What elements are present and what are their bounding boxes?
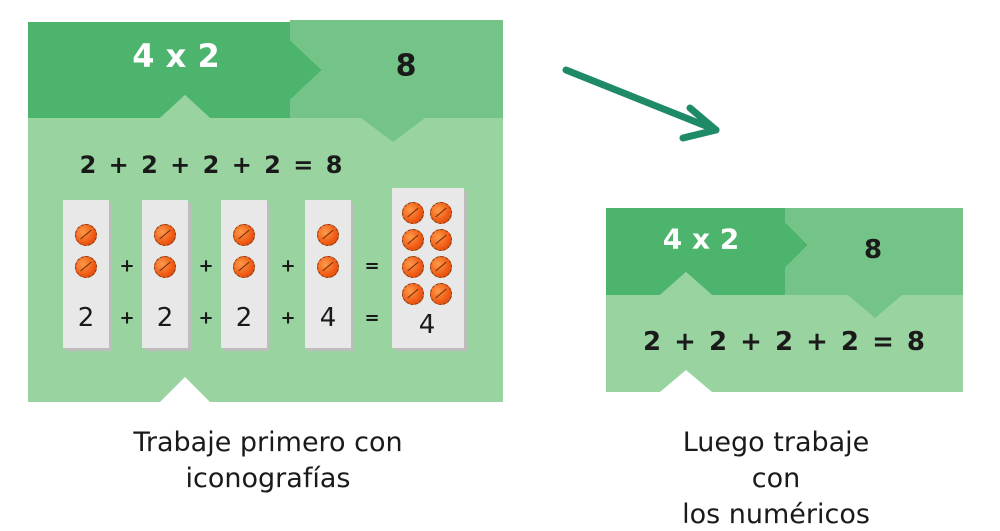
basketball-icon	[75, 256, 97, 278]
plus-sign: +	[280, 255, 296, 277]
result-card: 4	[392, 188, 464, 348]
column-card-3: 2	[221, 200, 267, 348]
column-card-1: 2	[63, 200, 109, 348]
basketball-icon	[75, 224, 97, 246]
plus-sign: +	[198, 255, 214, 277]
basketball-icon	[154, 224, 176, 246]
left-caption-line1: Trabaje primero con	[133, 427, 403, 458]
right-multiplication: 4 x 2	[662, 222, 740, 256]
right-mid-block	[785, 208, 963, 318]
result-number: 4	[418, 310, 436, 340]
left-product: 8	[395, 48, 417, 84]
left-multiplication: 4 x 2	[132, 37, 220, 75]
basketball-icon	[430, 202, 452, 224]
right-addition-equation: 2 + 2 + 2 + 2 = 8	[642, 327, 926, 357]
basketball-icon	[402, 202, 424, 224]
arrow-icon	[562, 66, 720, 142]
basketball-icon	[317, 224, 339, 246]
basketball-icon	[430, 229, 452, 251]
right-product: 8	[863, 235, 883, 265]
basketball-icon	[402, 229, 424, 251]
right-caption-line2: los numéricos	[682, 499, 870, 530]
basketball-icon	[402, 256, 424, 278]
equals-sign: =	[364, 255, 380, 277]
column-number: 4	[319, 303, 337, 333]
plus-sign: +	[198, 307, 214, 329]
left-dark-block	[28, 22, 322, 118]
left-addition-equation: 2 + 2 + 2 + 2 = 8	[79, 151, 343, 179]
plus-sign: +	[119, 255, 135, 277]
basketball-icon	[430, 283, 452, 305]
right-caption: Luego trabaje con los numéricos	[664, 425, 888, 531]
basketball-icon	[233, 256, 255, 278]
basketball-icon	[233, 224, 255, 246]
left-caption: Trabaje primero con iconografías	[133, 425, 402, 497]
column-number: 2	[235, 303, 253, 333]
column-card-4: 4	[305, 200, 351, 348]
right-dark-block	[606, 208, 808, 295]
basketball-icon	[317, 256, 339, 278]
basketball-icon	[430, 256, 452, 278]
plus-sign: +	[119, 307, 135, 329]
column-card-2: 2	[142, 200, 188, 348]
plus-sign: +	[280, 307, 296, 329]
equals-sign: =	[364, 307, 380, 329]
left-caption-line2: iconografías	[185, 463, 351, 494]
column-number: 2	[77, 303, 95, 333]
left-mid-block	[290, 20, 503, 142]
column-number: 2	[156, 303, 174, 333]
basketball-icon	[402, 283, 424, 305]
basketball-icon	[154, 256, 176, 278]
right-caption-line1: Luego trabaje con	[682, 427, 870, 494]
